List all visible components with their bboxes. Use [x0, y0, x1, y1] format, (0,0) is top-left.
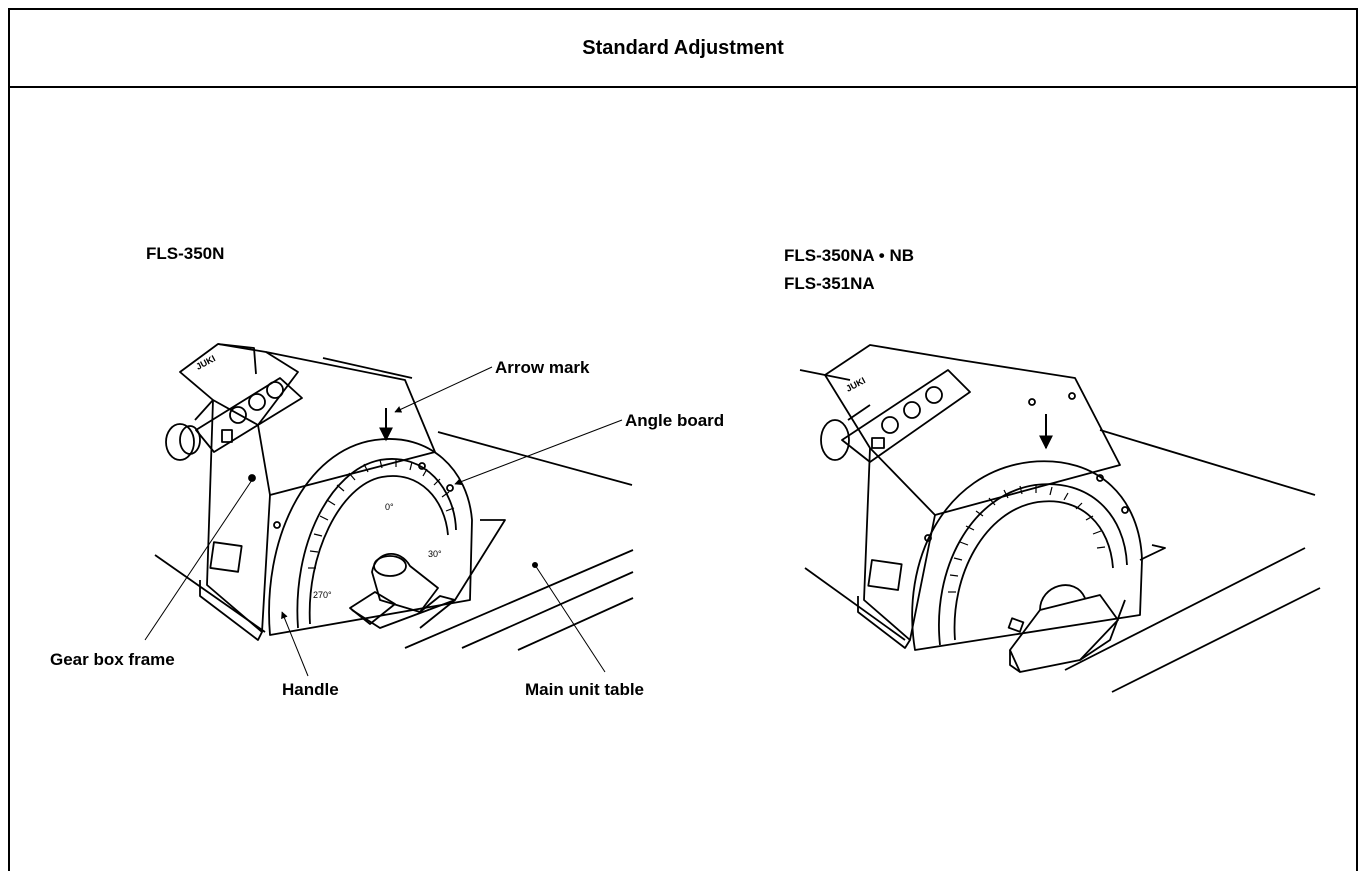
callout-angle-board: Angle board: [625, 411, 725, 430]
right-brand-text: JUKI: [844, 375, 867, 393]
left-model-label: FLS-350N: [146, 244, 225, 263]
left-dial-tick-270: 270°: [313, 590, 332, 600]
right-angle-board: [911, 460, 1166, 651]
left-angle-board: [268, 438, 506, 636]
left-main-unit-table: [154, 357, 634, 651]
left-machine-illustration: JUKI 0° 30° 270°: [154, 343, 634, 651]
right-model-label-line2: FLS-351NA: [784, 274, 875, 293]
left-handle: [349, 552, 456, 629]
left-dial-tick-30: 30°: [428, 549, 442, 559]
callout-handle: Handle: [282, 680, 339, 699]
table-leader-dot: [532, 562, 538, 568]
callout-gear-box-frame: Gear box frame: [50, 650, 175, 669]
leader-arrow-mark: [394, 366, 493, 413]
callout-main-unit-table: Main unit table: [525, 680, 644, 699]
right-dial-tick-marks: [948, 485, 1106, 593]
right-handle: [1007, 584, 1126, 673]
header-bar: Standard Adjustment: [8, 8, 1358, 88]
left-brand-text: JUKI: [194, 353, 217, 371]
leader-handle: [281, 611, 309, 677]
right-gear-box-frame: [820, 344, 1121, 649]
left-callout-leaders: [144, 366, 623, 677]
leader-angle-board: [454, 419, 623, 486]
left-dial-tick-0: 0°: [385, 502, 394, 512]
right-main-unit-table: [799, 369, 1321, 693]
leader-main-unit-table: [534, 564, 606, 673]
right-machine-illustration: JUKI: [799, 344, 1321, 693]
callout-arrow-mark: Arrow mark: [495, 358, 590, 377]
right-model-label-line1: FLS-350NA • NB: [784, 246, 915, 265]
page-title: Standard Adjustment: [582, 36, 784, 59]
leader-gear-box-frame: [144, 479, 253, 641]
left-dial-tick-marks: [308, 459, 455, 569]
